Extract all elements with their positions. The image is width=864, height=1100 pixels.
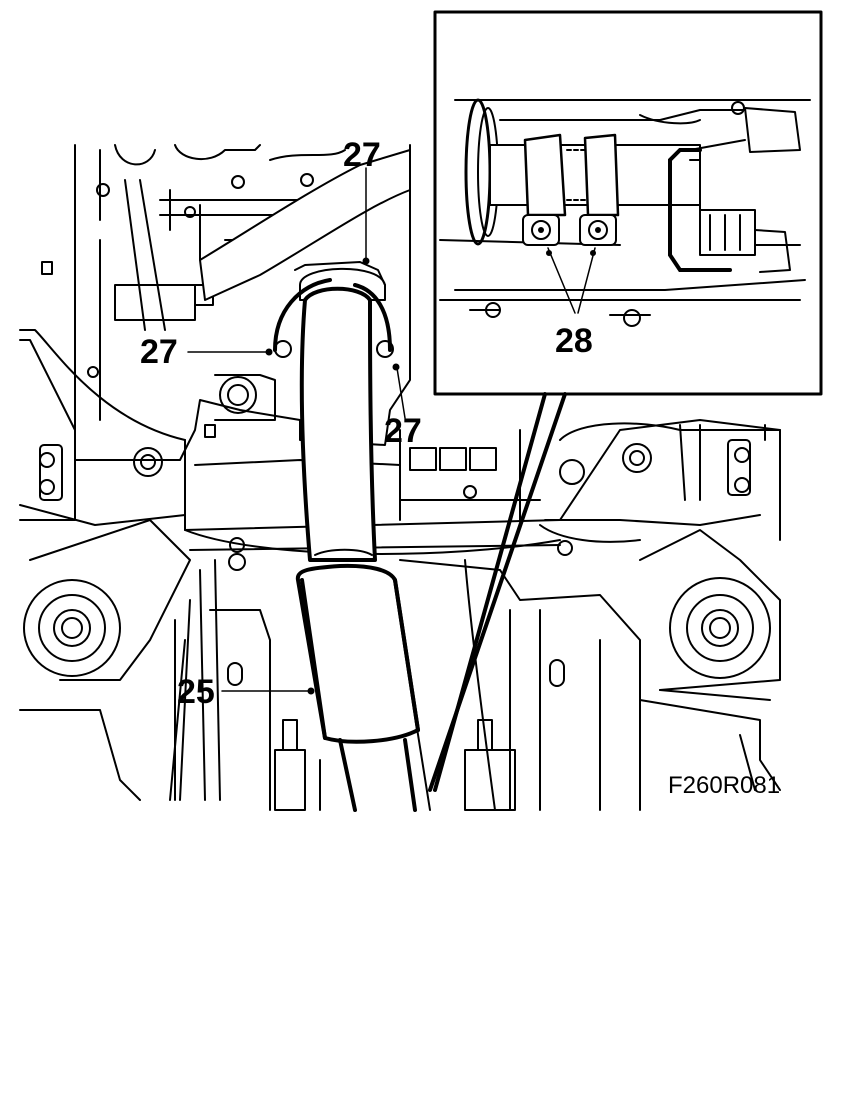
- callout-27-right: 27: [384, 412, 422, 450]
- callout-27-left: 27: [140, 333, 178, 371]
- right-wheel-hub: [639, 529, 781, 691]
- bracket-block: [114, 284, 196, 321]
- callout-25: 25: [177, 673, 215, 711]
- inset-drawing: [439, 98, 811, 327]
- detail-inset: 28: [428, 10, 823, 792]
- left-wheel-hub: [23, 519, 191, 681]
- callout-27-top: 27: [343, 136, 381, 174]
- callout-28: 28: [555, 322, 593, 360]
- underbody-drawing: [19, 144, 781, 811]
- exhaust-pipe: [273, 261, 420, 812]
- figure-id: F260R081: [668, 772, 780, 799]
